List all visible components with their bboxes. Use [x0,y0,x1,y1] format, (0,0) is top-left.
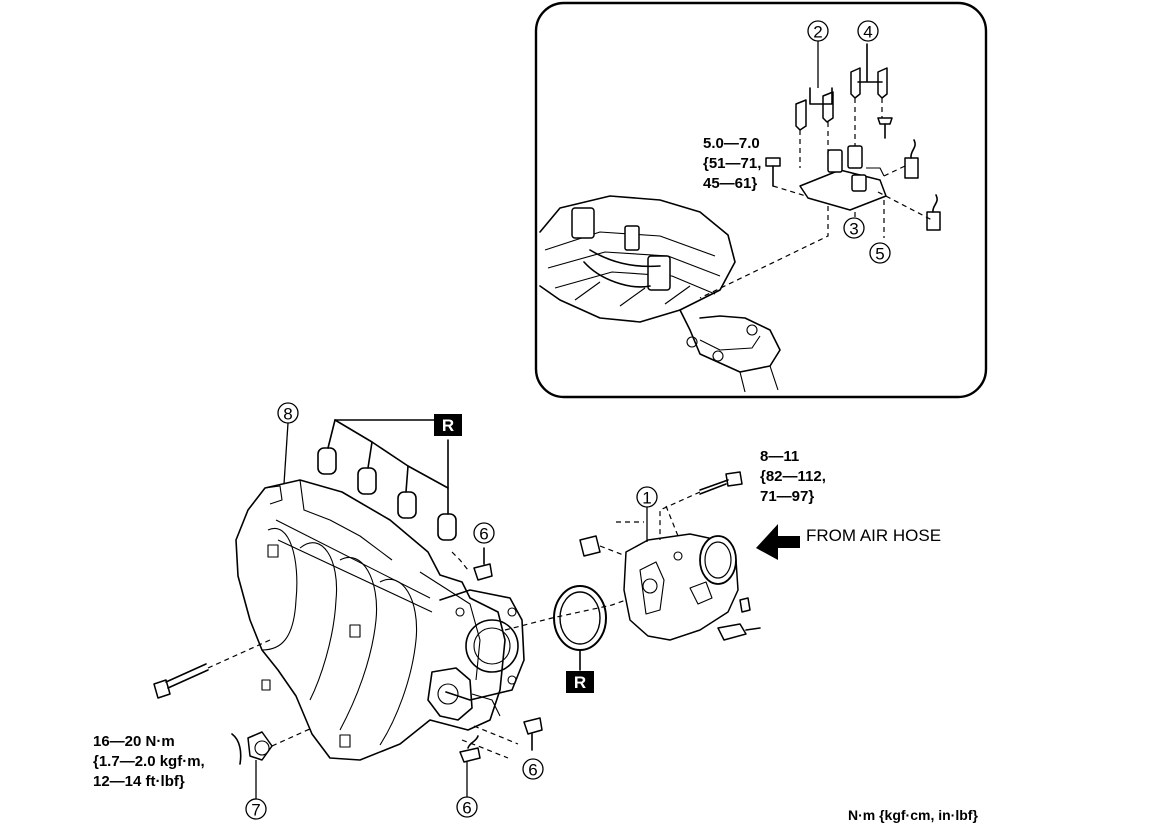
callout-1: 1 [636,486,658,542]
svg-text:{1.7—2.0 kgf·m,: {1.7—2.0 kgf·m, [93,753,205,770]
svg-text:7: 7 [251,801,260,820]
svg-text:4: 4 [863,23,872,42]
vacuum-hose [231,727,313,765]
inset-engine-drawing [539,195,781,393]
svg-text:{51—71,: {51—71, [703,155,761,172]
svg-text:6: 6 [528,761,537,780]
svg-text:{82—112,: {82—112, [760,468,826,485]
svg-text:6: 6 [462,799,471,818]
callout-5: 5 [869,242,891,264]
svg-text:2: 2 [813,23,822,42]
manifold-bolt [153,639,271,699]
svg-text:8: 8 [283,405,292,424]
port-gaskets [317,419,457,541]
callout-6-right: 6 [522,758,544,780]
callout-6-top: 6 [473,522,495,544]
callout-2: 2 [807,20,829,88]
reuse-badge-bottom: R [566,671,594,693]
airflow-arrow [756,524,800,560]
throttle-gasket [553,585,607,671]
reuse-badge-top: R [434,414,462,436]
callout-4: 4 [857,20,879,42]
throttle-bolt [659,471,743,540]
throttle-body [579,505,761,641]
air-hose-label: FROM AIR HOSE [806,526,941,545]
svg-text:3: 3 [849,220,858,239]
svg-text:1: 1 [642,489,651,508]
callout-6-bottom: 6 [456,762,478,818]
torque-manifold: 16—20 N·m {1.7—2.0 kgf·m, 12—14 ft·lbf} [93,733,205,790]
inset-sensor-parts [699,43,941,299]
inset-panel [534,1,988,399]
intake-manifold [235,479,525,761]
callout-7: 7 [245,760,267,820]
svg-text:45—61}: 45—61} [703,175,757,192]
svg-text:16—20 N·m: 16—20 N·m [93,733,175,750]
svg-text:8—11: 8—11 [760,448,799,465]
svg-text:5: 5 [875,245,884,264]
svg-text:R: R [442,416,454,435]
svg-text:6: 6 [479,525,488,544]
torque-inset: 5.0—7.0 {51—71, 45—61} [703,135,761,192]
units-label: N·m {kgf·cm, in·lbf} [848,807,978,823]
svg-text:12—14 ft·lbf}: 12—14 ft·lbf} [93,773,185,790]
torque-throttle: 8—11 {82—112, 71—97} [760,448,826,505]
svg-text:71—97}: 71—97} [760,488,814,505]
callout-8: 8 [277,402,299,485]
callout-3: 3 [843,217,865,239]
svg-text:5.0—7.0: 5.0—7.0 [703,135,760,152]
hose-clips [451,547,543,763]
alignment-line [504,599,627,631]
svg-text:R: R [574,673,586,692]
